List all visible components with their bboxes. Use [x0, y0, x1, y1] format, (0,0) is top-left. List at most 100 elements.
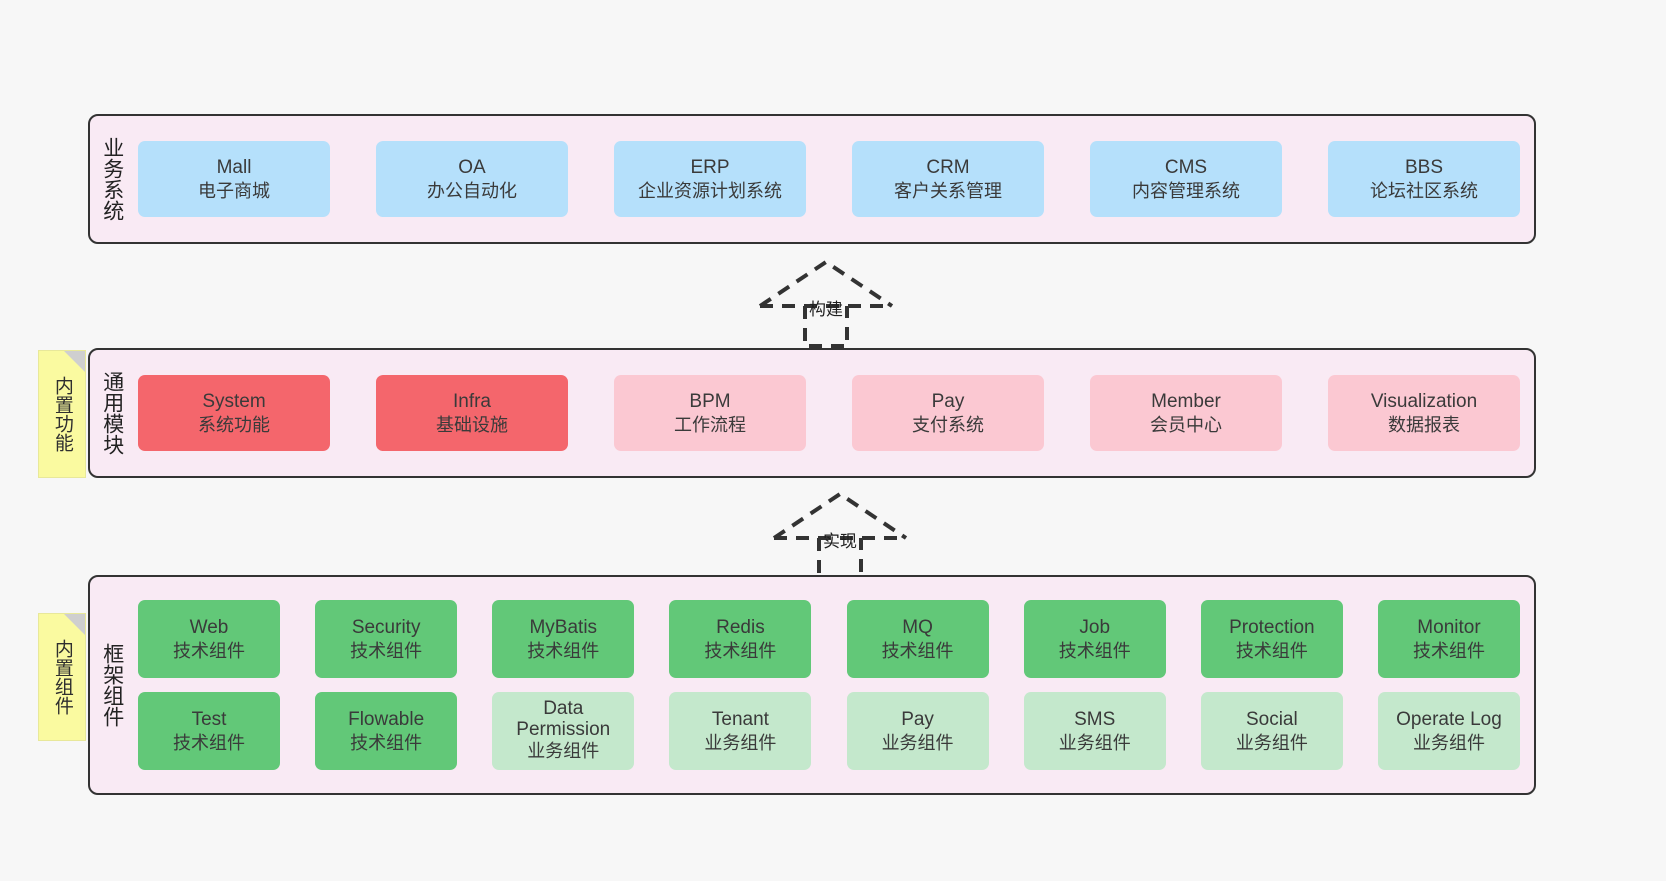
node-tenant[interactable]: Tenant 业务组件 — [669, 692, 812, 770]
node-security[interactable]: Security 技术组件 — [315, 600, 458, 678]
node-label-cn: 技术组件 — [173, 732, 245, 753]
node-flowable[interactable]: Flowable 技术组件 — [315, 692, 458, 770]
node-protection[interactable]: Protection 技术组件 — [1200, 600, 1343, 678]
node-operate-log[interactable]: Operate Log 业务组件 — [1377, 692, 1520, 770]
node-data-permission[interactable]: Data Permission 业务组件 — [492, 692, 635, 770]
node-label-en: BPM — [689, 390, 731, 412]
node-sms[interactable]: SMS 业务组件 — [1023, 692, 1166, 770]
node-label-cn: 技术组件 — [881, 640, 954, 661]
node-label-en: Test — [191, 708, 227, 730]
node-label-cn: 论坛社区系统 — [1370, 180, 1478, 201]
connector-build-label: 构建 — [809, 300, 843, 319]
node-label-cn: 技术组件 — [1412, 640, 1485, 661]
node-pay-component[interactable]: Pay 业务组件 — [846, 692, 989, 770]
layer-business-system: 业务系统 Mall 电子商城 OA 办公自动化 ERP 企业资源计划系统 CRM… — [88, 114, 1536, 244]
node-label-en: CMS — [1164, 156, 1208, 178]
note-builtin-function: 内置功能 — [38, 350, 86, 478]
node-label-en: ERP — [690, 156, 730, 178]
node-label-en: MyBatis — [529, 616, 598, 638]
node-label-cn: 技术组件 — [350, 640, 423, 661]
node-label-en: Job — [1079, 616, 1111, 638]
note-fold-corner — [64, 614, 85, 635]
node-label-en: Member — [1151, 390, 1221, 412]
connector-build: 构建 — [752, 258, 900, 348]
node-label-cn: 业务组件 — [1235, 732, 1308, 753]
node-label-en: Visualization — [1370, 390, 1478, 412]
node-label-cn: 技术组件 — [1058, 640, 1131, 661]
node-label-en: OA — [458, 156, 486, 178]
node-member[interactable]: Member 会员中心 — [1090, 375, 1282, 451]
layer-title-common-module: 通用模块 — [100, 371, 124, 455]
node-label-cn: 业务组件 — [1412, 732, 1485, 753]
node-label-en: Infra — [452, 390, 492, 412]
layer-body-common-module: System 系统功能 Infra 基础设施 BPM 工作流程 Pay 支付系统… — [134, 350, 1534, 476]
connector-implement-label: 实现 — [823, 532, 857, 551]
node-label-en: CRM — [926, 156, 970, 178]
node-label-en: Data Permission — [516, 698, 611, 740]
node-mq[interactable]: MQ 技术组件 — [846, 600, 989, 678]
node-social[interactable]: Social 业务组件 — [1200, 692, 1343, 770]
node-mybatis[interactable]: MyBatis 技术组件 — [492, 600, 635, 678]
node-label-cn: 技术组件 — [1235, 640, 1308, 661]
node-oa[interactable]: OA 办公自动化 — [376, 141, 568, 217]
node-label-en: Security — [351, 616, 421, 638]
node-label-cn: 系统功能 — [198, 414, 270, 435]
node-label-en: SMS — [1074, 708, 1116, 730]
node-infra[interactable]: Infra 基础设施 — [376, 375, 568, 451]
node-label-cn: 工作流程 — [674, 414, 746, 435]
node-label-en: MQ — [902, 616, 933, 638]
node-bpm[interactable]: BPM 工作流程 — [614, 375, 806, 451]
node-label-en: Social — [1245, 708, 1298, 730]
node-label-cn: 技术组件 — [173, 640, 245, 661]
layer-body-framework-component: Web 技术组件 Security 技术组件 MyBatis 技术组件 Redi… — [134, 577, 1534, 793]
node-label-cn: 企业资源计划系统 — [638, 180, 782, 201]
layer-framework-component: 框架组件 Web 技术组件 Security 技术组件 MyBatis 技术组件… — [88, 575, 1536, 795]
node-pay-module[interactable]: Pay 支付系统 — [852, 375, 1044, 451]
node-visualization[interactable]: Visualization 数据报表 — [1328, 375, 1520, 451]
node-label-cn: 基础设施 — [436, 414, 508, 435]
layer-title-framework-component: 框架组件 — [100, 643, 124, 727]
node-label-cn: 会员中心 — [1150, 414, 1222, 435]
node-job[interactable]: Job 技术组件 — [1023, 600, 1166, 678]
connector-implement: 实现 — [766, 490, 914, 580]
node-label-cn: 办公自动化 — [427, 180, 517, 201]
node-erp[interactable]: ERP 企业资源计划系统 — [614, 141, 806, 217]
node-monitor[interactable]: Monitor 技术组件 — [1377, 600, 1520, 678]
framework-business-row: Test 技术组件 Flowable 技术组件 Data Permission … — [138, 692, 1520, 770]
node-label-en: Mall — [216, 156, 252, 178]
node-bbs[interactable]: BBS 论坛社区系统 — [1328, 141, 1520, 217]
node-label-en: Pay — [931, 390, 965, 412]
node-label-cn: 支付系统 — [912, 414, 984, 435]
connector-build-arrow — [758, 259, 894, 348]
layer-common-module: 通用模块 System 系统功能 Infra 基础设施 BPM 工作流程 Pay… — [88, 348, 1536, 478]
node-label-cn: 数据报表 — [1388, 414, 1460, 435]
node-label-en: Web — [189, 616, 229, 638]
node-label-cn: 电子商城 — [198, 180, 270, 201]
node-label-en: System — [202, 390, 266, 412]
node-label-en: Tenant — [711, 708, 769, 730]
note-builtin-component-label: 内置组件 — [51, 639, 73, 715]
node-cms[interactable]: CMS 内容管理系统 — [1090, 141, 1282, 217]
node-test[interactable]: Test 技术组件 — [138, 692, 280, 770]
node-label-cn: 业务组件 — [1058, 732, 1131, 753]
node-redis[interactable]: Redis 技术组件 — [669, 600, 812, 678]
node-label-en: Redis — [716, 616, 765, 638]
node-crm[interactable]: CRM 客户关系管理 — [852, 141, 1044, 217]
note-builtin-function-label: 内置功能 — [51, 376, 73, 452]
node-label-en: Operate Log — [1396, 708, 1502, 730]
node-web[interactable]: Web 技术组件 — [138, 600, 280, 678]
node-label-cn: 内容管理系统 — [1132, 180, 1240, 201]
node-label-en: Protection — [1229, 616, 1315, 638]
node-label-en: Monitor — [1417, 616, 1481, 638]
note-builtin-component: 内置组件 — [38, 613, 86, 741]
node-label-cn: 客户关系管理 — [894, 180, 1002, 201]
framework-tech-row: Web 技术组件 Security 技术组件 MyBatis 技术组件 Redi… — [138, 600, 1520, 678]
node-label-cn: 业务组件 — [527, 741, 600, 762]
node-label-en: BBS — [1404, 156, 1444, 178]
node-system[interactable]: System 系统功能 — [138, 375, 330, 451]
node-label-en: Flowable — [348, 708, 425, 730]
node-label-cn: 技术组件 — [527, 640, 600, 661]
node-mall[interactable]: Mall 电子商城 — [138, 141, 330, 217]
node-label-cn: 技术组件 — [350, 732, 423, 753]
